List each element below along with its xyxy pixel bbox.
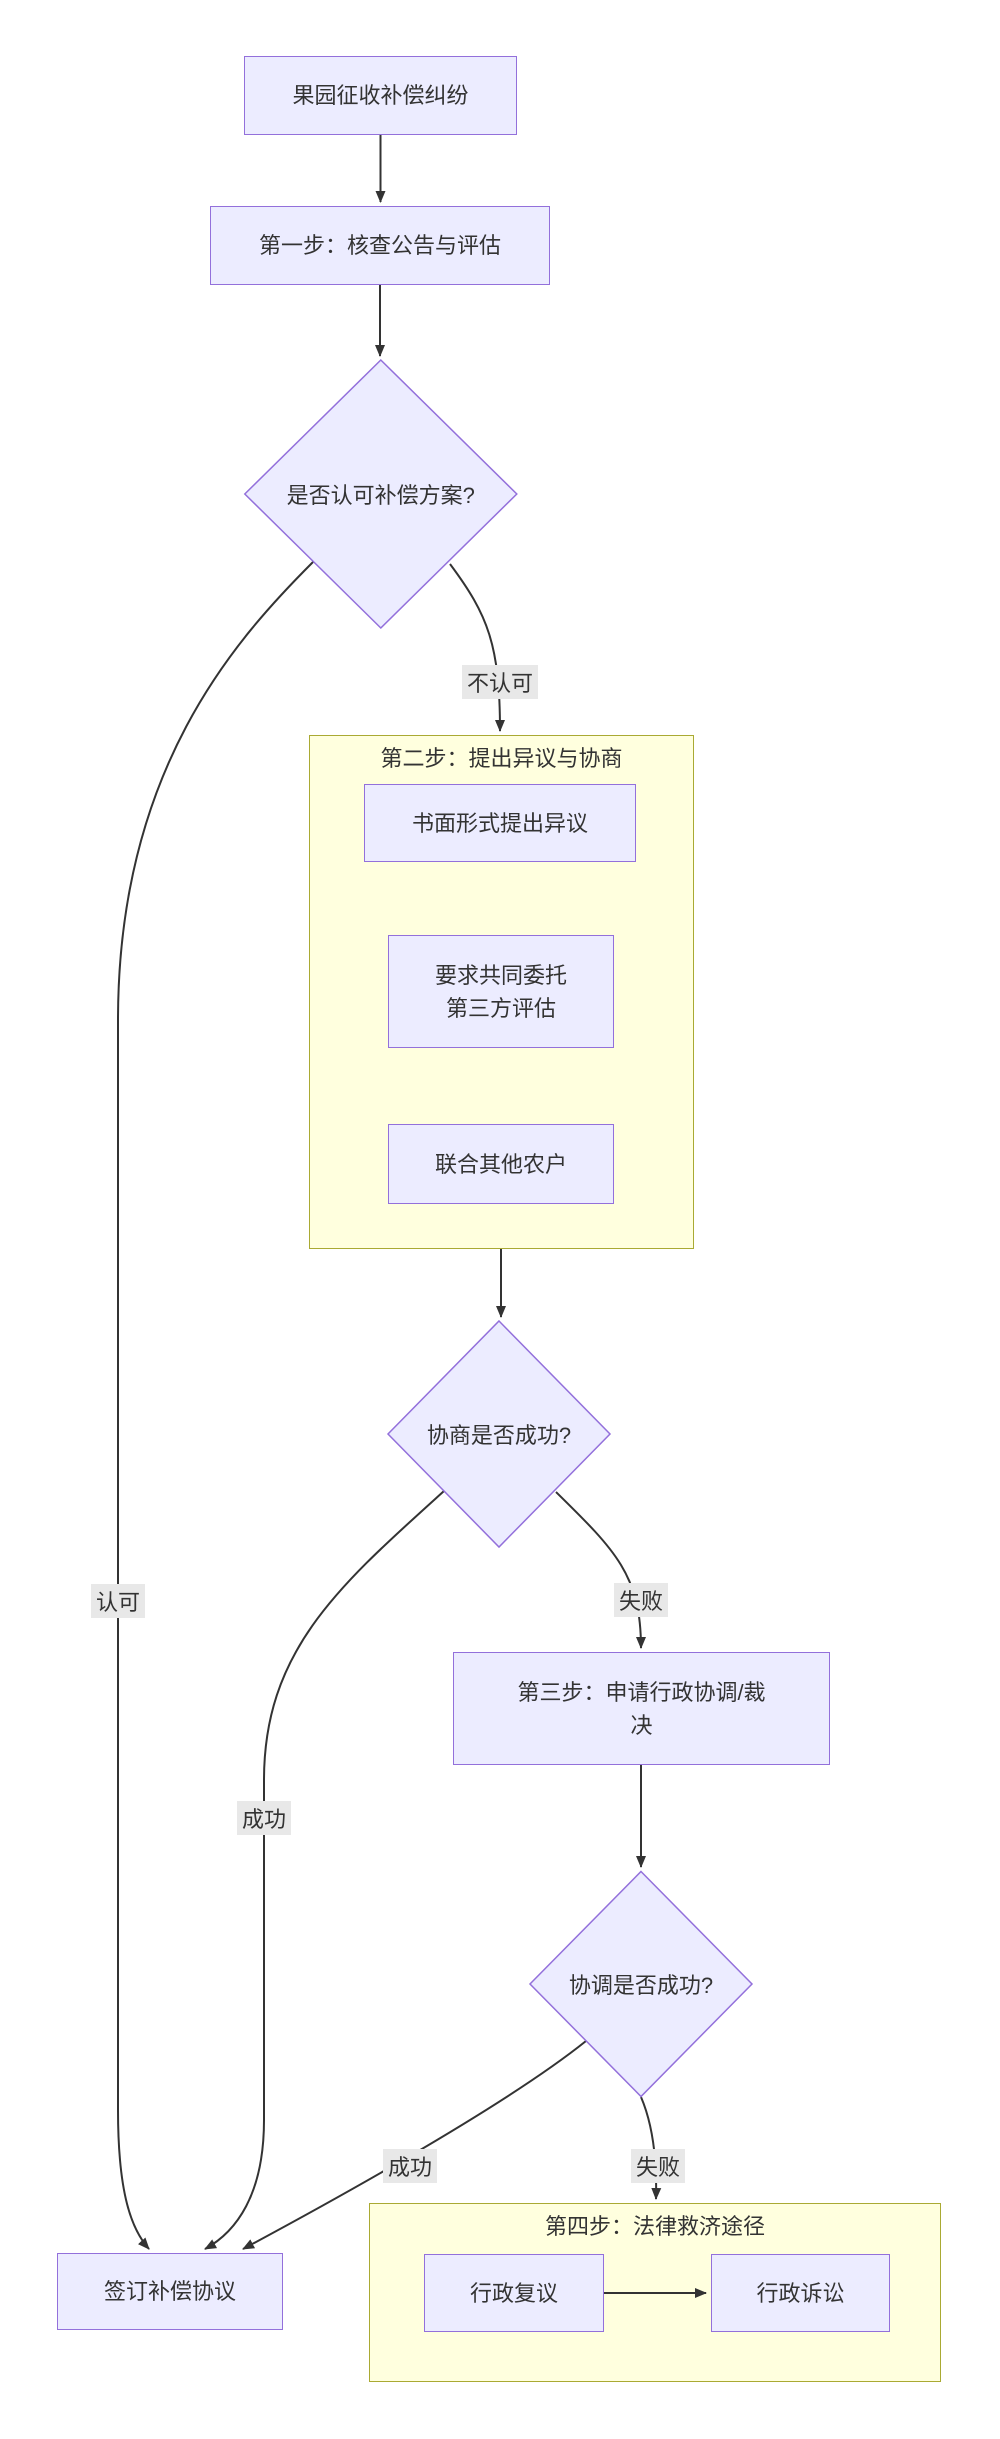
node-start: 果园征收补偿纠纷 — [244, 56, 517, 135]
edge-decision2-step3 — [555, 1491, 646, 1649]
node-admin-review-label: 行政复议 — [469, 2280, 558, 2306]
subgraph-step2-title-text: 第二步：提出异议与协商 — [380, 746, 623, 771]
node-step3-line2: 决 — [630, 1712, 653, 1738]
node-step3: 第三步：申请行政协调/裁 决 — [453, 1652, 830, 1765]
edge-decision2-sign — [204, 1490, 445, 2250]
node-unite-farmers-label: 联合其他农户 — [434, 1151, 567, 1177]
node-step3-line1: 第三步：申请行政协调/裁 — [517, 1679, 766, 1705]
edge-label-negotiation-success: 成功 — [236, 1801, 292, 1835]
node-joint-assessment-line1: 要求共同委托 — [434, 962, 567, 988]
decision-accept-diamond — [243, 358, 518, 630]
edge-decision1-sign — [117, 561, 314, 2250]
edge-decision3-step4 — [640, 2096, 662, 2200]
edge-label-accept: 认可 — [90, 1584, 146, 1618]
edge-label-not-accept: 不认可 — [461, 665, 539, 699]
node-step1: 第一步：核查公告与评估 — [210, 206, 550, 285]
node-objection-written-label: 书面形式提出异议 — [411, 810, 588, 836]
node-step1-label: 第一步：核查公告与评估 — [258, 233, 501, 258]
decision-accept-label: 是否认可补偿方案? — [286, 483, 475, 508]
node-admin-litigation: 行政诉讼 — [711, 2254, 890, 2332]
edge-label-negotiation-fail: 失败 — [613, 1583, 669, 1617]
node-admin-litigation-label: 行政诉讼 — [756, 2280, 845, 2306]
node-sign-agreement: 签订补偿协议 — [57, 2253, 283, 2330]
edge-label-mediation-success: 成功 — [382, 2149, 438, 2183]
subgraph-step4-title-text: 第四步：法律救济途径 — [544, 2214, 765, 2239]
decision-negotiation-diamond — [386, 1319, 612, 1549]
subgraph-step4-title: 第四步：法律救济途径 — [369, 2209, 941, 2241]
node-objection-written: 书面形式提出异议 — [364, 784, 636, 862]
node-joint-assessment: 要求共同委托 第三方评估 — [388, 935, 614, 1048]
node-unite-farmers: 联合其他农户 — [388, 1124, 614, 1204]
decision-negotiation-label: 协商是否成功? — [426, 1423, 572, 1448]
edge-label-mediation-fail: 失败 — [630, 2149, 686, 2183]
node-sign-agreement-label: 签订补偿协议 — [103, 2279, 236, 2304]
node-joint-assessment-line2: 第三方评估 — [445, 995, 556, 1021]
node-admin-review: 行政复议 — [424, 2254, 604, 2332]
subgraph-step2-title: 第二步：提出异议与协商 — [309, 741, 694, 773]
edge-decision1-step2 — [449, 563, 505, 732]
decision-mediation-label: 协调是否成功? — [568, 1973, 714, 1998]
node-start-label: 果园征收补偿纠纷 — [292, 83, 469, 108]
decision-mediation-diamond — [528, 1870, 754, 2098]
